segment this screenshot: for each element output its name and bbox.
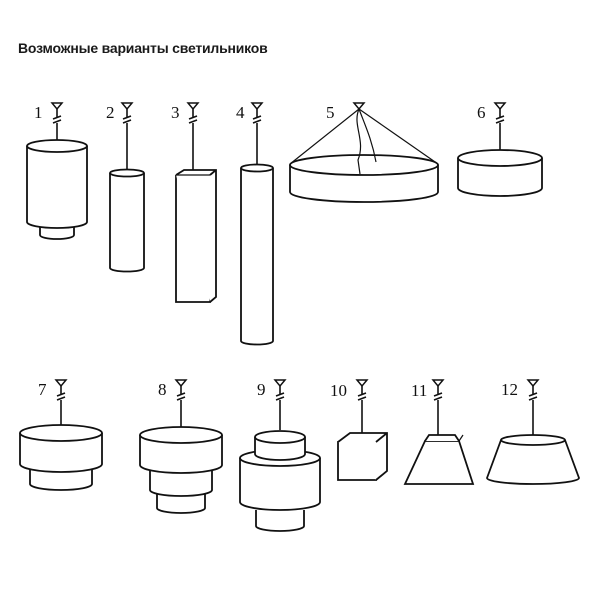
ceiling-mount-icon	[274, 379, 286, 401]
lamp-5: 5	[289, 102, 439, 203]
ceiling-mount-icon	[352, 102, 366, 111]
ceiling-mount-icon	[121, 102, 133, 124]
lamp-number-8: 8	[158, 380, 167, 399]
lamp-11: 11	[403, 379, 475, 485]
lamp-number-9: 9	[257, 380, 266, 399]
lamp-3: 3	[171, 102, 217, 303]
ceiling-mount-icon	[432, 379, 444, 401]
lamp-number-1: 1	[34, 103, 43, 122]
lamp-10: 10	[330, 379, 388, 481]
lamp-4: 4	[236, 102, 274, 346]
lamp-12: 12	[486, 379, 580, 485]
lamp-number-4: 4	[236, 103, 245, 122]
lamp-2: 2	[106, 102, 145, 273]
ceiling-mount-icon	[251, 102, 263, 124]
lamp-7: 7	[19, 379, 103, 491]
lamp-6: 6	[457, 102, 543, 197]
lamp-8: 8	[139, 379, 223, 514]
lamp-number-5: 5	[326, 103, 335, 122]
lamp-number-7: 7	[38, 380, 47, 399]
ceiling-mount-icon	[494, 102, 506, 124]
lamp-9: 9	[239, 379, 321, 532]
lamp-number-6: 6	[477, 103, 486, 122]
page-title: Возможные варианты светильников	[18, 40, 268, 56]
lamp-number-2: 2	[106, 103, 115, 122]
ceiling-mount-icon	[356, 379, 368, 401]
ceiling-mount-icon	[175, 379, 187, 401]
lamp-number-10: 10	[330, 381, 347, 400]
ceiling-mount-icon	[51, 102, 63, 124]
ceiling-mount-icon	[527, 379, 539, 401]
lamp-number-12: 12	[501, 380, 518, 399]
lamp-1: 1	[26, 102, 88, 240]
ceiling-mount-icon	[55, 379, 67, 401]
lamp-number-3: 3	[171, 103, 180, 122]
lamp-number-11: 11	[411, 381, 427, 400]
ceiling-mount-icon	[187, 102, 199, 124]
